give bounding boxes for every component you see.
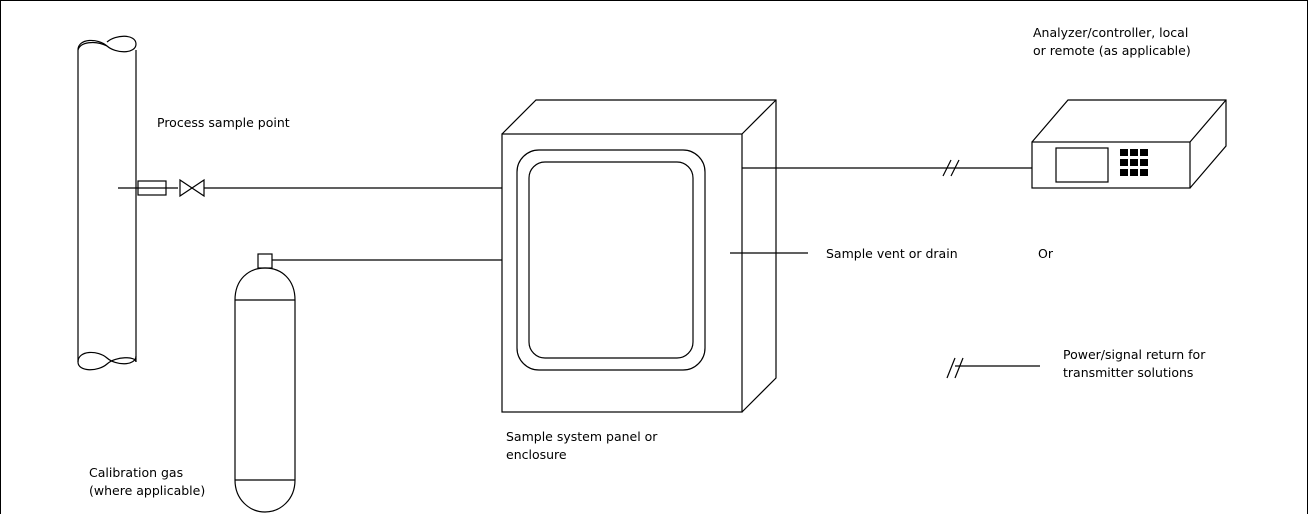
process-sample-point-label: Process sample point	[157, 115, 290, 130]
analyzer-label-line-1: Analyzer/controller, local	[1033, 25, 1189, 40]
panel-label: Sample system panel or enclosure	[506, 428, 657, 464]
analyzer-label: Analyzer/controller, local or remote (as…	[1033, 24, 1191, 60]
analyzer-label-line-2: or remote (as applicable)	[1033, 43, 1191, 58]
sample-system-enclosure	[501, 99, 777, 413]
analyzer-display	[1055, 147, 1109, 183]
isolation-valve-icon	[179, 178, 205, 198]
calibration-gas-label-line-1: Calibration gas	[89, 465, 184, 480]
analyzer-controller	[1031, 99, 1227, 189]
sample-probe	[118, 180, 178, 196]
calibration-gas-label: Calibration gas (where applicable)	[89, 464, 205, 500]
panel-label-line-1: Sample system panel or	[506, 429, 658, 444]
power-signal-label-line-2: transmitter solutions	[1063, 365, 1194, 380]
or-label: Or	[1038, 246, 1053, 261]
analyzer-keypad-icon	[1120, 149, 1148, 176]
sample-vent-label: Sample vent or drain	[826, 246, 958, 261]
calibration-gas-label-line-2: (where applicable)	[89, 483, 206, 498]
power-signal-label-line-1: Power/signal return for	[1063, 347, 1206, 362]
process-pipe	[77, 35, 137, 371]
signal-line	[742, 159, 1032, 177]
power-signal-label: Power/signal return for transmitter solu…	[1063, 346, 1205, 382]
panel-label-line-2: enclosure	[506, 447, 567, 462]
power-signal-legend-symbol	[946, 357, 1040, 379]
calibration-gas-cylinder	[234, 253, 296, 513]
